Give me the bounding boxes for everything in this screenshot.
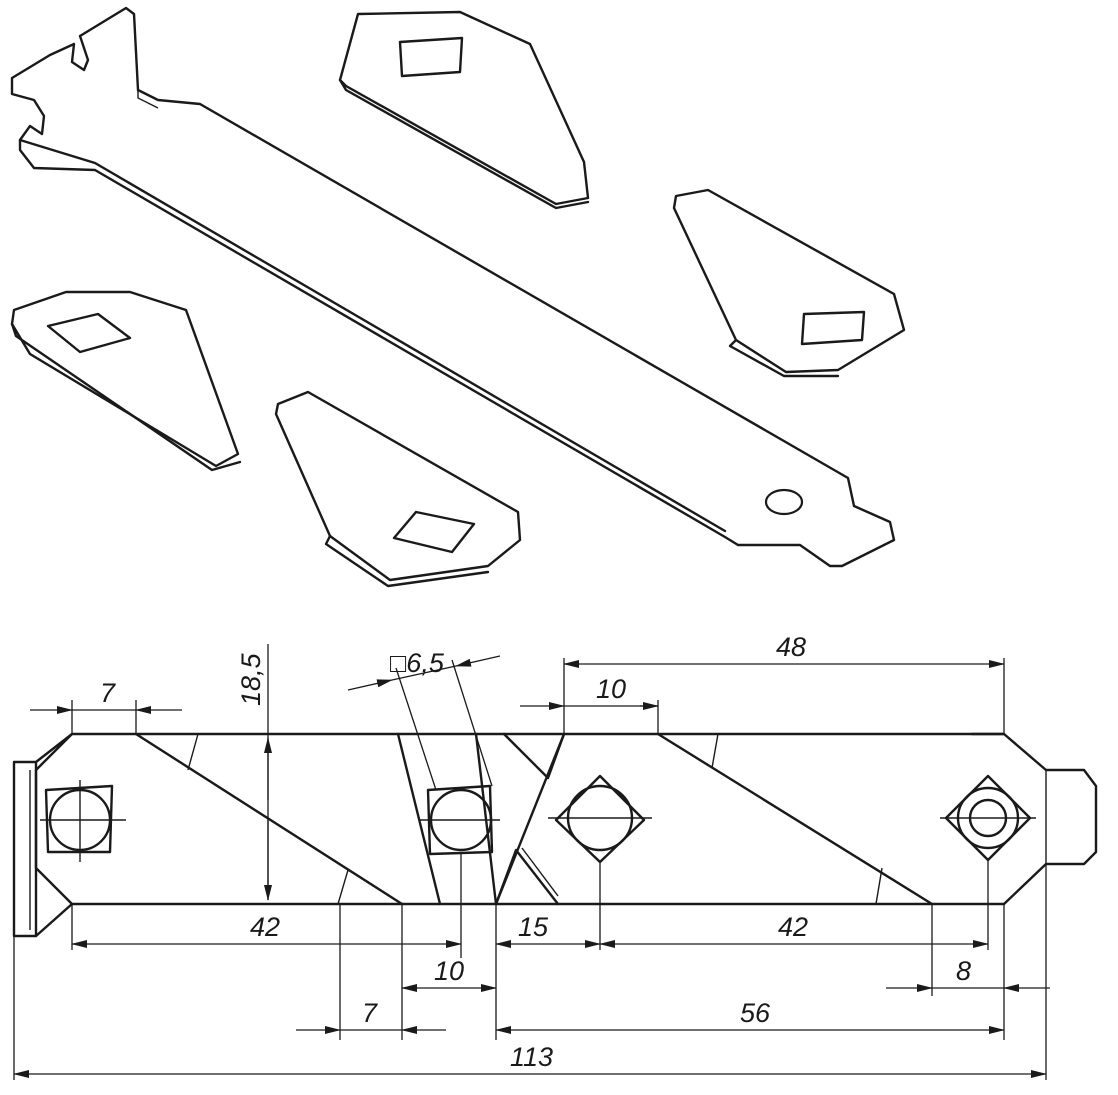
- key-plate-left: [10, 290, 242, 472]
- hole-3: [548, 774, 652, 864]
- hole-1: [40, 780, 126, 862]
- dim-56: 56: [740, 998, 771, 1028]
- dim-42-right: 42: [778, 912, 808, 942]
- dim-square-6-5: □6,5: [390, 648, 445, 678]
- dim-18-5: 18,5: [236, 652, 266, 706]
- dim-113: 113: [510, 1042, 553, 1072]
- key-plate-right: [672, 188, 906, 378]
- dim-7-bottom: 7: [362, 998, 378, 1028]
- dim-15: 15: [518, 912, 549, 942]
- strip-outline: [34, 732, 1098, 906]
- isometric-view: [10, 6, 906, 588]
- hole-2: [420, 784, 500, 856]
- dim-10-top: 10: [596, 674, 626, 704]
- key-plate-top: [338, 10, 590, 210]
- dim-7-top: 7: [100, 678, 116, 708]
- dim-48: 48: [776, 632, 806, 662]
- extension-lines: [13, 658, 1047, 1080]
- hole-4: [940, 774, 1036, 862]
- dimension-lines: [13, 644, 1050, 1078]
- dim-8: 8: [956, 956, 971, 986]
- key-plate-bottom: [274, 390, 522, 588]
- dim-10-bottom: 10: [434, 956, 464, 986]
- dim-42-left: 42: [250, 912, 280, 942]
- bracket-strip: [10, 6, 896, 568]
- dimension-labels: 7 18,5 □6,5 48 10 42 15 42 10 8 7 56 113: [100, 632, 971, 1072]
- pattern-view: 7 18,5 □6,5 48 10 42 15 42 10 8 7 56 113: [12, 632, 1098, 1080]
- key-cut-lines: [134, 732, 1006, 906]
